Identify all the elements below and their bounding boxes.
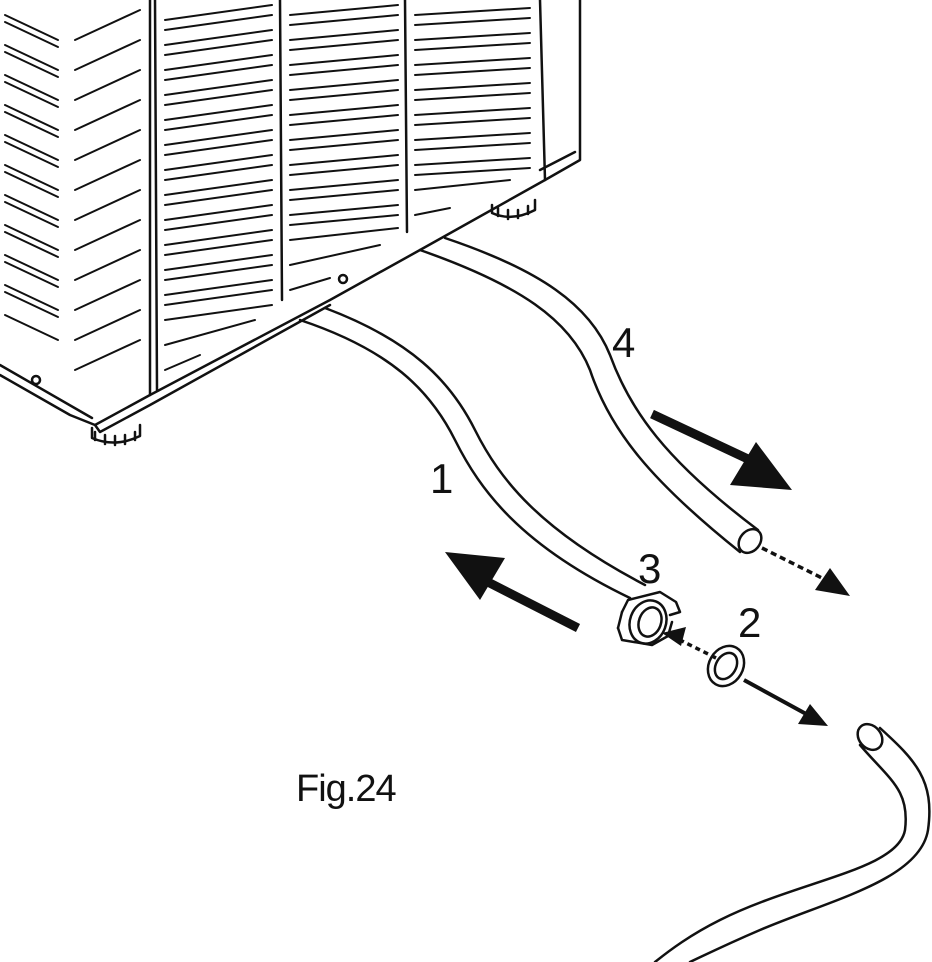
dehumidifier-unit [0, 0, 582, 447]
washer-2 [706, 644, 746, 688]
callout-label-4: 4 [612, 319, 636, 366]
dotted-arrow-icon [662, 627, 717, 660]
arrow-left-icon [445, 552, 581, 633]
callout-label-2: 2 [738, 599, 762, 646]
arrow-right-icon [650, 409, 792, 490]
figure-caption: Fig.24 [296, 768, 397, 810]
front-louvers-1 [164, 4, 273, 371]
callout-label-3: 3 [638, 545, 662, 592]
extension-hose [653, 722, 931, 962]
hose-4 [418, 236, 763, 555]
dotted-arrow-icon [761, 546, 850, 596]
hose-connector-3 [616, 590, 682, 647]
side-louvers [4, 9, 141, 371]
unit-feet [90, 198, 537, 447]
front-louvers-2 [289, 4, 399, 291]
arrow-right-icon [743, 678, 828, 726]
hose-1 [298, 306, 647, 600]
front-louvers-3 [414, 7, 531, 216]
callout-label-1: 1 [430, 455, 454, 502]
